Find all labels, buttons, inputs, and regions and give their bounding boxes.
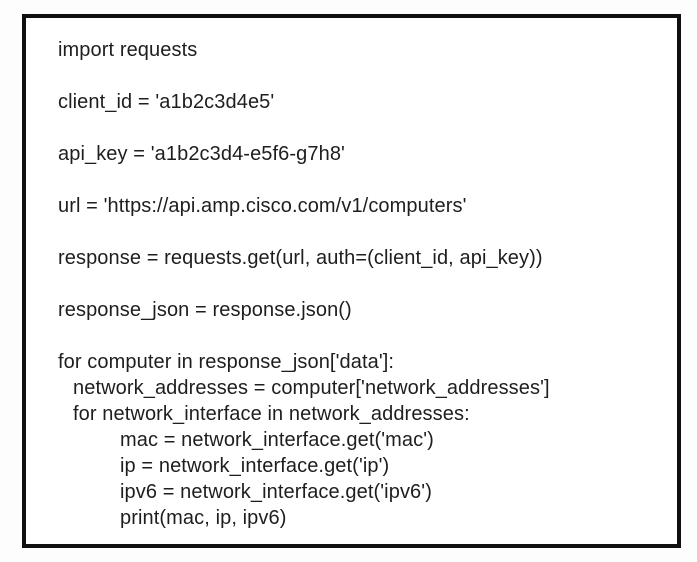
code-line: client_id = 'a1b2c3d4e5' [58,91,275,113]
code-snippet-box: import requests client_id = 'a1b2c3d4e5' a… [22,14,681,548]
code-block: import requests client_id = 'a1b2c3d4e5' a… [58,37,663,531]
code-line: for computer in response_json['data']: [58,351,395,373]
code-line: for network_interface in network_address… [73,403,470,425]
code-line: response = requests.get(url, auth=(clien… [58,247,543,269]
code-line: api_key = 'a1b2c3d4-e5f6-g7h8' [58,143,345,165]
code-line: network_addresses = computer['network_ad… [73,377,550,399]
code-line: mac = network_interface.get('mac') [120,429,434,451]
code-line: response_json = response.json() [58,299,352,321]
code-line: import requests [58,39,198,61]
code-line: print(mac, ip, ipv6) [120,507,287,529]
code-line: ip = network_interface.get('ip') [120,455,390,477]
code-line: url = 'https://api.amp.cisco.com/v1/comp… [58,195,467,217]
code-line: ipv6 = network_interface.get('ipv6') [120,481,432,503]
